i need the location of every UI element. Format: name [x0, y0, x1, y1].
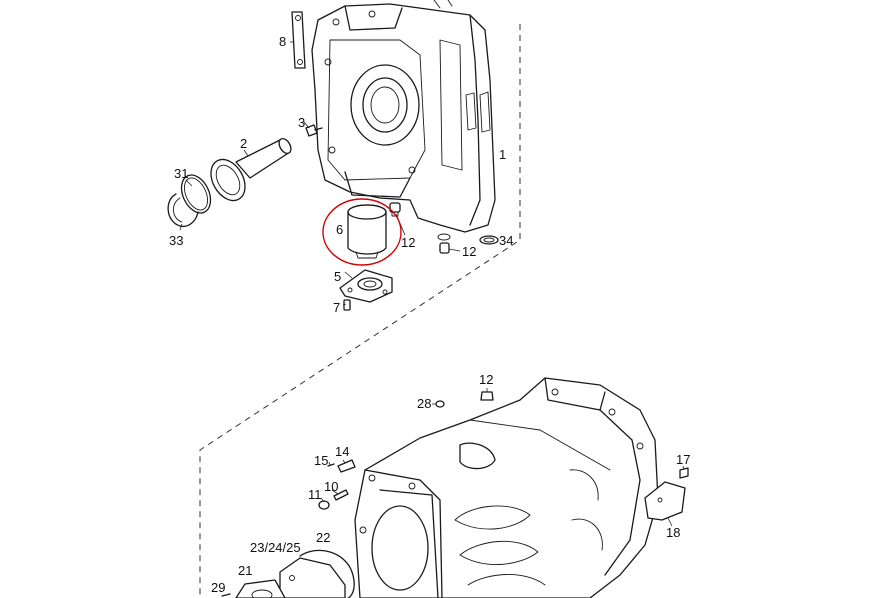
callout-3: 3 [298, 115, 305, 130]
callout-11: 11 [308, 487, 322, 502]
callout-15: 15 [314, 453, 328, 468]
callout-33: 33 [169, 233, 183, 248]
callout-23-24-25: 23/24/25 [250, 540, 301, 555]
callout-22: 22 [316, 530, 330, 545]
callout-8: 8 [279, 34, 286, 49]
callout-7: 7 [333, 300, 340, 315]
callout-28: 28 [417, 396, 431, 411]
plate-part-23-24-25[interactable] [279, 557, 346, 598]
plate-part-14[interactable] [337, 459, 356, 473]
callout-31: 31 [174, 166, 188, 181]
callout-1: 1 [499, 147, 506, 162]
nut-part-11[interactable] [318, 500, 330, 510]
callout-21: 21 [238, 563, 252, 578]
cover-plate-part-5[interactable] [339, 269, 393, 303]
washer-part-28[interactable] [435, 400, 445, 408]
gasket-part-22[interactable] [299, 549, 355, 598]
callout-14: 14 [335, 444, 349, 459]
drain-plug-part-12[interactable] [437, 233, 461, 254]
callout-5: 5 [334, 269, 341, 284]
screw-part-15[interactable] [327, 463, 335, 467]
callout-labels: 1 2 3 8 31 33 6 12 12 34 5 7 12 28 14 15… [169, 34, 690, 595]
callout-17: 17 [676, 452, 690, 467]
cover-part-18[interactable] [644, 481, 686, 521]
plug-part-12-upper[interactable] [389, 202, 401, 217]
callout-34: 34 [499, 233, 513, 248]
screw-part-29[interactable] [221, 593, 231, 597]
circlip-part-31[interactable] [176, 170, 216, 217]
pin-part-10[interactable] [333, 489, 349, 501]
upper-housing-part-1[interactable] [311, 0, 496, 233]
callout-12-lower: 12 [479, 372, 493, 387]
callout-2: 2 [240, 136, 247, 151]
highlight-circle-part-6 [322, 198, 402, 266]
callout-12-drain: 12 [462, 244, 476, 259]
lower-transmission-housing[interactable] [354, 377, 659, 598]
circlip-part-33[interactable] [167, 193, 199, 228]
callout-6: 6 [336, 222, 343, 237]
plug-part-12-lower[interactable] [480, 391, 494, 401]
screw-part-7[interactable] [343, 299, 351, 311]
callout-29: 29 [211, 580, 225, 595]
cover-part-21[interactable] [235, 579, 286, 598]
callout-10: 10 [324, 479, 338, 494]
assembly-boundary-line [199, 24, 521, 598]
callout-12-upper: 12 [401, 235, 415, 250]
bolt-part-17[interactable] [679, 467, 689, 479]
filter-part-6[interactable] [347, 204, 387, 259]
bracket-part-8[interactable] [291, 11, 306, 69]
callout-18: 18 [666, 525, 680, 540]
tube-part-2[interactable] [204, 137, 293, 207]
seal-ring-part-34[interactable] [479, 235, 499, 245]
